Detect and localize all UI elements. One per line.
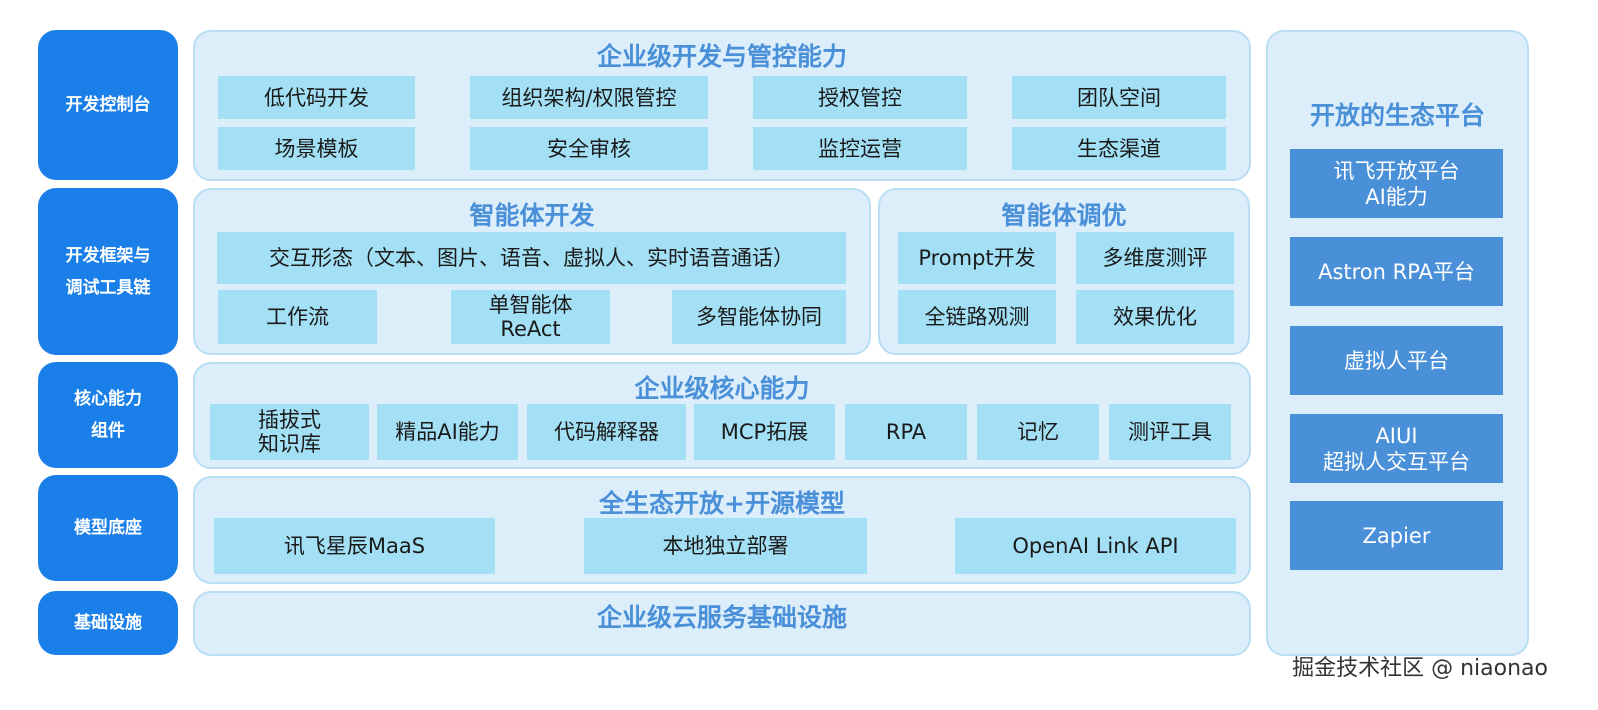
layer-label-dev-framework: 开发框架与 调试工具链 bbox=[38, 188, 178, 355]
governance-item: 场景模板 bbox=[218, 127, 415, 170]
ecosystem-item: Zapier bbox=[1290, 501, 1503, 570]
agent-tuning-item: 多维度测评 bbox=[1076, 232, 1234, 284]
layer-label-dev-console: 开发控制台 bbox=[38, 30, 178, 180]
models-item: OpenAI Link API bbox=[955, 518, 1236, 574]
core-title: 企业级核心能力 bbox=[634, 374, 810, 403]
layer-label-model-base: 模型底座 bbox=[38, 475, 178, 581]
ecosystem-item: 讯飞开放平台 AI能力 bbox=[1290, 149, 1503, 218]
governance-item: 监控运营 bbox=[753, 127, 967, 170]
agent-tuning-item: 全链路观测 bbox=[898, 290, 1056, 344]
core-item: MCP拓展 bbox=[694, 404, 835, 460]
governance-item: 授权管控 bbox=[753, 76, 967, 119]
governance-item: 团队空间 bbox=[1012, 76, 1226, 119]
agent-dev-item: 工作流 bbox=[218, 290, 377, 344]
agent-tuning-item: Prompt开发 bbox=[898, 232, 1056, 284]
core-item: 代码解释器 bbox=[527, 404, 686, 460]
core-item: 精品AI能力 bbox=[377, 404, 518, 460]
models-item: 本地独立部署 bbox=[584, 518, 867, 574]
models-item: 讯飞星辰MaaS bbox=[214, 518, 495, 574]
agent-dev-title: 智能体开发 bbox=[469, 201, 595, 230]
agent-dev-item: 单智能体 ReAct bbox=[451, 290, 610, 344]
layer-label-infrastructure: 基础设施 bbox=[38, 591, 178, 655]
ecosystem-item: 虚拟人平台 bbox=[1290, 326, 1503, 395]
governance-item: 组织架构/权限管控 bbox=[470, 76, 708, 119]
agent-tuning-item: 效果优化 bbox=[1076, 290, 1234, 344]
core-item: RPA bbox=[845, 404, 967, 460]
core-item: 测评工具 bbox=[1109, 404, 1231, 460]
agent-tuning-title: 智能体调优 bbox=[1001, 201, 1127, 230]
agent-dev-item: 多智能体协同 bbox=[672, 290, 846, 344]
ecosystem-title: 开放的生态平台 bbox=[1309, 101, 1485, 130]
layer-label-core-components: 核心能力 组件 bbox=[38, 362, 178, 468]
governance-item: 生态渠道 bbox=[1012, 127, 1226, 170]
ecosystem-item: Astron RPA平台 bbox=[1290, 237, 1503, 306]
infra-title: 企业级云服务基础设施 bbox=[596, 603, 847, 632]
governance-item: 低代码开发 bbox=[218, 76, 415, 119]
core-item: 插拔式 知识库 bbox=[210, 404, 369, 460]
governance-title: 企业级开发与管控能力 bbox=[596, 42, 847, 71]
watermark-text: 掘金技术社区 @ niaonao bbox=[1292, 656, 1548, 681]
governance-item: 安全审核 bbox=[470, 127, 708, 170]
agent-dev-item: 交互形态（文本、图片、语音、虚拟人、实时语音通话） bbox=[217, 232, 846, 284]
core-item: 记忆 bbox=[977, 404, 1099, 460]
models-title: 全生态开放+开源模型 bbox=[599, 489, 845, 518]
infra-panel bbox=[193, 591, 1251, 656]
ecosystem-item: AIUI 超拟人交互平台 bbox=[1290, 414, 1503, 483]
